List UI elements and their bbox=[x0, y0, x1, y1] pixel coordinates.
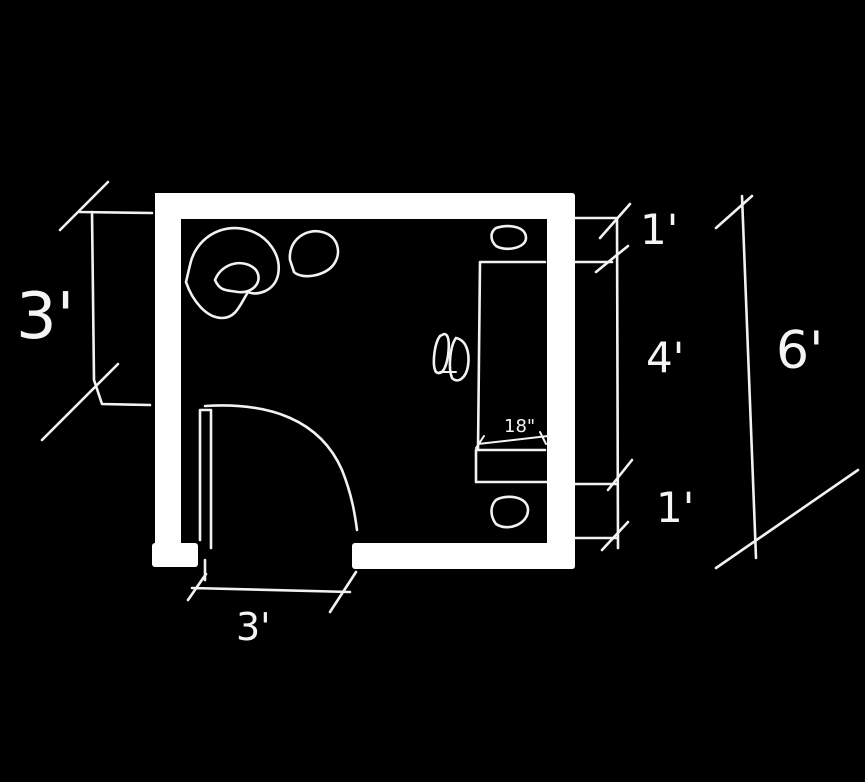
chair-icon bbox=[432, 332, 470, 382]
desk-depth-dimension bbox=[475, 431, 549, 449]
label-door-3ft: 3' bbox=[236, 605, 271, 649]
right-wall bbox=[547, 193, 575, 569]
desk-outline bbox=[474, 260, 549, 484]
stool-icon bbox=[490, 224, 530, 529]
room-walls bbox=[152, 193, 575, 569]
bottom-dimension bbox=[186, 558, 358, 614]
round-pot-icon bbox=[288, 229, 340, 278]
desk bbox=[474, 260, 549, 484]
right-dimensions bbox=[573, 194, 860, 570]
left-wall bbox=[155, 193, 181, 543]
left-dimension bbox=[40, 180, 154, 442]
plant-icon bbox=[184, 226, 280, 320]
label-desk-depth: 18" bbox=[504, 416, 535, 437]
label-left-3ft: 3' bbox=[16, 280, 74, 354]
door-leaf bbox=[198, 408, 213, 550]
bottom-wall-left-stub bbox=[152, 543, 198, 567]
dimension-labels: 3' 3' 1' 4' 1' 6' 18" bbox=[16, 205, 823, 649]
label-total-6ft: 6' bbox=[776, 321, 823, 381]
bottom-wall-right bbox=[352, 543, 575, 569]
label-top-1ft: 1' bbox=[640, 205, 678, 254]
label-bottom-1ft: 1' bbox=[656, 483, 694, 532]
door bbox=[198, 404, 359, 550]
door-swing-arc bbox=[203, 404, 359, 532]
label-desk-4ft: 4' bbox=[646, 333, 684, 382]
top-wall bbox=[155, 193, 575, 219]
